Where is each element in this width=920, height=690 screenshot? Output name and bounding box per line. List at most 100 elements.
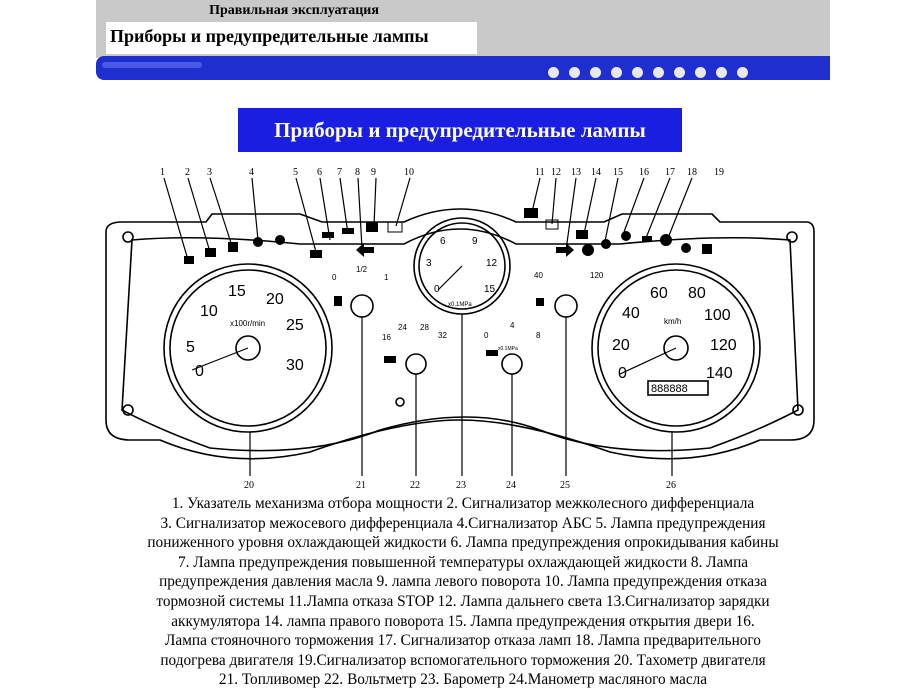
oil-pressure-scale: 0 4 8 xyxy=(484,321,541,340)
fuel-gauge-hub xyxy=(350,294,374,318)
callout-number: 2 xyxy=(185,167,190,178)
air-tick: 15 xyxy=(484,284,496,295)
legend-caption: 1. Указатель механизма отбора мощности 2… xyxy=(96,494,830,690)
air-tick: 3 xyxy=(426,258,432,269)
tach-tick: 15 xyxy=(228,283,246,300)
fuel-tick: 0 xyxy=(332,273,337,282)
speed-tick: 20 xyxy=(612,337,630,354)
tach-tick: 25 xyxy=(286,317,304,334)
air-pressure-unit: x0.1MPa xyxy=(448,302,472,308)
legend-line: предупреждения давления масла 9. лампа л… xyxy=(159,573,767,591)
header-blue-bar xyxy=(96,56,830,80)
temperature-scale: 40 120 xyxy=(534,271,604,280)
callout-number: 26 xyxy=(666,480,676,490)
left-turn-icon xyxy=(356,243,374,257)
callout-number: 24 xyxy=(506,480,516,490)
dot xyxy=(548,67,559,78)
callout-leader xyxy=(209,177,233,247)
tachometer-needle xyxy=(191,347,249,371)
oil-tick: 0 xyxy=(484,331,489,340)
lamp-icon xyxy=(366,222,378,232)
page-title-box: Приборы и предупредительные лампы xyxy=(238,108,682,152)
legend-line: аккумулятора 14. лампа правого поворота … xyxy=(171,612,755,630)
callout-number: 25 xyxy=(560,480,570,490)
speed-tick: 40 xyxy=(622,305,640,322)
tach-tick: 0 xyxy=(195,363,204,380)
lamp-icon xyxy=(576,230,588,239)
speedometer-rim-inner xyxy=(597,269,755,427)
temperature-hub xyxy=(554,294,578,318)
tachometer-rim xyxy=(163,263,333,433)
callout-leader xyxy=(531,177,541,213)
speed-tick: 100 xyxy=(704,307,731,324)
lamp-icon xyxy=(387,221,403,233)
callout-numbers: 1 2 3 4 5 6 7 8 9 10 11 12 13 14 15 16 1… xyxy=(160,167,724,490)
odometer-value: 888888 xyxy=(651,383,688,395)
thermometer-icon xyxy=(536,298,544,306)
mount-hole xyxy=(786,231,798,243)
callout-leader xyxy=(251,177,259,241)
legend-line: 21. Топливомер 22. Вольтметр 23. Баромет… xyxy=(218,671,708,689)
callout-number: 14 xyxy=(591,167,601,178)
tach-tick: 20 xyxy=(266,291,284,308)
air-tick: 6 xyxy=(440,236,446,247)
callout-number: 10 xyxy=(404,167,414,178)
dot xyxy=(737,67,748,78)
mount-hole xyxy=(792,404,804,416)
fuel-pump-icon xyxy=(334,296,342,306)
legend-line: подогрева двигателя 19.Сигнализатор вспо… xyxy=(160,651,766,669)
dot xyxy=(611,67,622,78)
tach-tick: 10 xyxy=(200,303,218,320)
lamp-icon xyxy=(524,208,538,218)
air-pressure-needle xyxy=(437,265,463,291)
lamp-icon xyxy=(310,250,322,258)
panel-inner xyxy=(121,228,799,452)
dot xyxy=(632,67,643,78)
callout-number: 20 xyxy=(244,480,254,490)
tachometer-unit: x100r/min xyxy=(230,319,265,328)
callout-number: 18 xyxy=(687,167,697,178)
oil-tick: 8 xyxy=(536,331,541,340)
volt-tick: 24 xyxy=(398,323,407,332)
battery-icon xyxy=(384,356,396,363)
air-pressure-rim-inner xyxy=(418,222,506,310)
dot xyxy=(590,67,601,78)
warning-lamps xyxy=(184,208,712,363)
mount-hole xyxy=(395,397,405,407)
callout-number: 6 xyxy=(317,167,322,178)
speed-tick: 140 xyxy=(706,365,733,382)
callout-leader xyxy=(583,177,597,235)
callout-number: 15 xyxy=(613,167,623,178)
legend-line: 7. Лампа предупреждения повышенной темпе… xyxy=(177,553,749,571)
callout-leader xyxy=(319,177,331,241)
lamp-icon xyxy=(702,244,712,254)
oil-can-icon xyxy=(486,350,498,356)
breadcrumb-box xyxy=(110,0,478,22)
speedometer-rim xyxy=(591,263,761,433)
instrument-panel-diagram: 0 5 10 15 20 25 30 x100r/min 0 20 40 60 … xyxy=(105,167,815,490)
legend-line: Лампа стояночного торможения 17. Сигнали… xyxy=(165,632,761,650)
legend-line: тормозной системы 11.Лампа отказа STOP 1… xyxy=(156,592,770,610)
callout-number: 9 xyxy=(371,167,376,178)
callout-leader xyxy=(163,177,189,261)
callout-number: 17 xyxy=(665,167,675,178)
dot xyxy=(716,67,727,78)
callout-leader xyxy=(339,177,349,235)
oil-pressure-unit: x0.1MPa xyxy=(498,346,518,352)
page-title: Приборы и предупредительные лампы xyxy=(274,117,646,142)
oil-tick: 4 xyxy=(510,321,515,330)
callout-leader xyxy=(395,177,411,227)
dot xyxy=(569,67,580,78)
callout-number: 19 xyxy=(714,167,724,178)
speed-tick: 120 xyxy=(710,337,737,354)
callout-leader xyxy=(565,177,577,251)
speed-tick: 60 xyxy=(650,285,668,302)
callout-number: 12 xyxy=(551,167,561,178)
callout-leader xyxy=(551,177,557,225)
callout-leader xyxy=(187,177,211,253)
callout-leader xyxy=(295,177,317,253)
tachometer-scale: 0 5 10 15 20 25 30 xyxy=(186,283,304,380)
callout-leader xyxy=(603,177,619,247)
lamp-icon xyxy=(228,242,238,252)
callout-number: 16 xyxy=(639,167,649,178)
